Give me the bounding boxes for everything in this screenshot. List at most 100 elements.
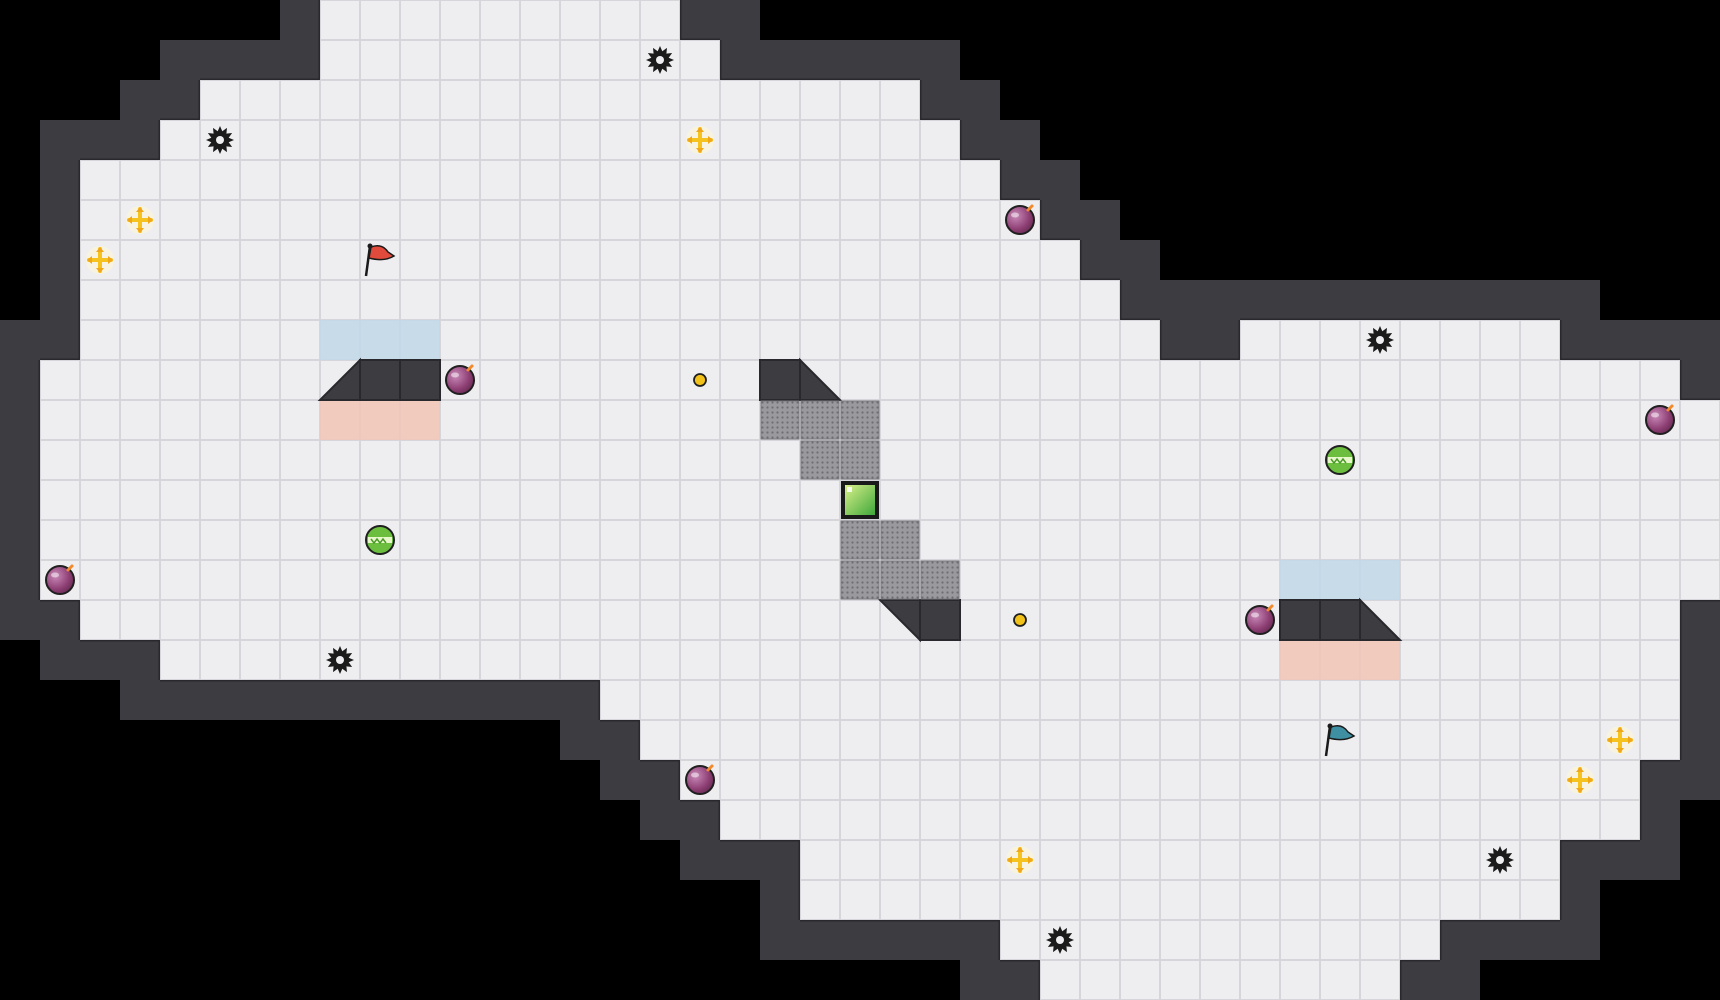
- floor-tile: [720, 400, 760, 440]
- boost-arrow: [1616, 727, 1624, 732]
- outer-wall-tile: [1680, 600, 1720, 640]
- floor-tile: [800, 160, 840, 200]
- yellow-dot[interactable]: [693, 373, 707, 387]
- floor-tile: [160, 480, 200, 520]
- bomb[interactable]: [1245, 604, 1275, 635]
- floor-tile: [1160, 760, 1200, 800]
- floor-tile: [1680, 520, 1720, 560]
- floor-tile: [560, 40, 600, 80]
- yellow-dot[interactable]: [1013, 613, 1027, 627]
- floor-tile: [840, 240, 880, 280]
- gate-tile[interactable]: [840, 400, 880, 440]
- floor-tile: [1400, 360, 1440, 400]
- outer-wall-tile: [40, 200, 80, 240]
- floor-tile: [1440, 360, 1480, 400]
- portal[interactable]: [841, 481, 879, 519]
- bomb-fuse: [1666, 404, 1674, 412]
- floor-tile: [1480, 320, 1520, 360]
- gate-tile[interactable]: [880, 520, 920, 560]
- floor-tile: [200, 200, 240, 240]
- floor-tile: [1600, 520, 1640, 560]
- floor-tile: [600, 120, 640, 160]
- floor-tile: [1560, 360, 1600, 400]
- blue-flag[interactable]: [1324, 723, 1356, 757]
- boost[interactable]: [126, 206, 154, 234]
- floor-tile: [1160, 520, 1200, 560]
- floor-tile: [1360, 960, 1400, 1000]
- bomb[interactable]: [1005, 204, 1035, 235]
- floor-tile: [920, 280, 960, 320]
- gate-tile[interactable]: [840, 560, 880, 600]
- floor-tile: [240, 280, 280, 320]
- bomb-shine: [1651, 412, 1659, 418]
- boost-arrow: [1028, 856, 1033, 864]
- floor-tile: [600, 520, 640, 560]
- floor-tile: [400, 440, 440, 480]
- powerup[interactable]: [365, 525, 395, 555]
- floor-tile: [1040, 480, 1080, 520]
- boost[interactable]: [1006, 846, 1034, 874]
- bomb[interactable]: [1645, 404, 1675, 435]
- floor-tile: [1520, 720, 1560, 760]
- floor-tile: [280, 240, 320, 280]
- floor-tile: [1400, 600, 1440, 640]
- floor-tile: [560, 320, 600, 360]
- gate-tile[interactable]: [840, 520, 880, 560]
- bomb[interactable]: [685, 764, 715, 795]
- floor-tile: [680, 40, 720, 80]
- floor-tile: [1440, 800, 1480, 840]
- floor-tile: [640, 520, 680, 560]
- floor-tile: [920, 160, 960, 200]
- floor-tile: [840, 360, 880, 400]
- gate-tile[interactable]: [800, 440, 840, 480]
- floor-tile: [640, 240, 680, 280]
- floor-tile: [640, 360, 680, 400]
- spike[interactable]: [206, 126, 234, 154]
- spike[interactable]: [646, 46, 674, 74]
- boost-arrow: [136, 207, 144, 212]
- floor-tile: [600, 280, 640, 320]
- floor-tile: [1120, 600, 1160, 640]
- floor-tile: [1120, 400, 1160, 440]
- floor-tile: [120, 400, 160, 440]
- floor-tile: [1440, 440, 1480, 480]
- floor-tile: [1240, 480, 1280, 520]
- gate-tile[interactable]: [880, 560, 920, 600]
- floor-tile: [1240, 680, 1280, 720]
- gate-tile[interactable]: [760, 400, 800, 440]
- flag-knob: [367, 243, 373, 249]
- floor-tile: [720, 520, 760, 560]
- floor-tile: [1360, 680, 1400, 720]
- spike[interactable]: [326, 646, 354, 674]
- floor-tile: [560, 440, 600, 480]
- gate-tile[interactable]: [840, 440, 880, 480]
- floor-tile: [720, 160, 760, 200]
- spike[interactable]: [1046, 926, 1074, 954]
- outer-wall-tile: [200, 40, 240, 80]
- floor-tile: [280, 440, 320, 480]
- outer-wall-tile: [280, 0, 320, 40]
- powerup[interactable]: [1325, 445, 1355, 475]
- spike-center: [1056, 936, 1064, 944]
- floor-tile: [1360, 880, 1400, 920]
- spike[interactable]: [1486, 846, 1514, 874]
- bomb[interactable]: [45, 564, 75, 595]
- boost[interactable]: [1566, 766, 1594, 794]
- floor-tile: [160, 520, 200, 560]
- outer-wall-tile: [0, 400, 40, 440]
- boost[interactable]: [86, 246, 114, 274]
- floor-tile: [880, 320, 920, 360]
- floor-tile: [640, 400, 680, 440]
- boost[interactable]: [686, 126, 714, 154]
- floor-tile: [520, 280, 560, 320]
- bomb[interactable]: [445, 364, 475, 395]
- red-flag[interactable]: [364, 243, 396, 277]
- spike[interactable]: [1366, 326, 1394, 354]
- floor-tile: [800, 320, 840, 360]
- gate-tile[interactable]: [800, 400, 840, 440]
- floor-tile: [1400, 880, 1440, 920]
- gate-tile[interactable]: [920, 560, 960, 600]
- outer-wall-tile: [1120, 280, 1160, 320]
- boost[interactable]: [1606, 726, 1634, 754]
